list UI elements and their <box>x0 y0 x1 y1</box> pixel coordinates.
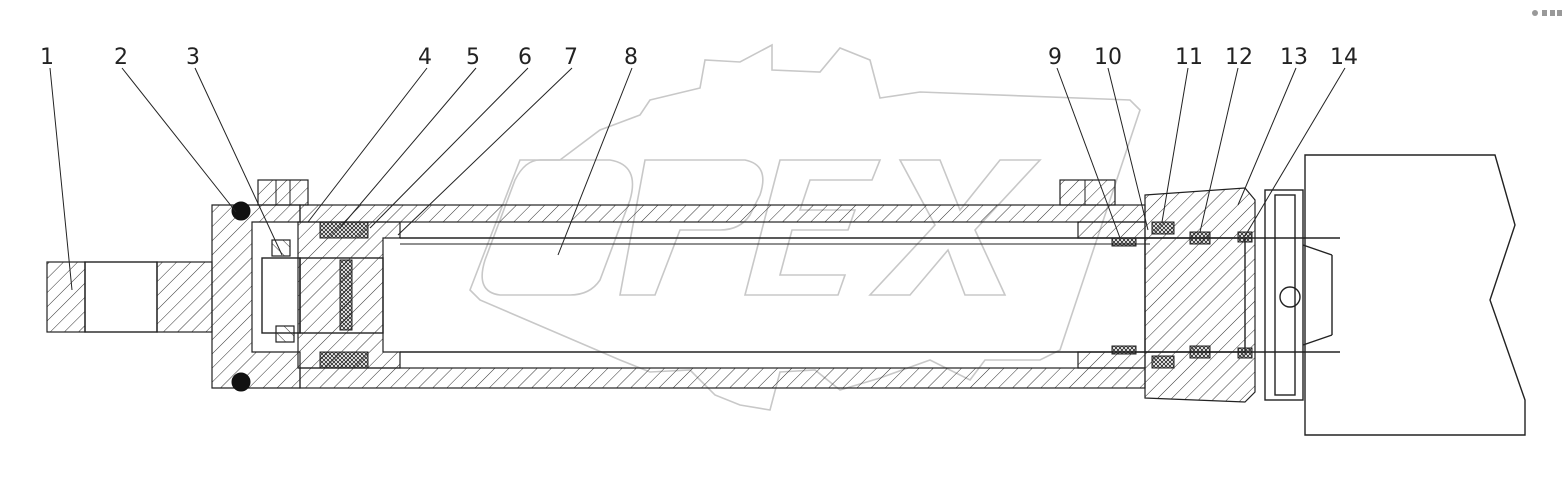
callout-5: 5 <box>466 45 480 70</box>
callout-4: 4 <box>418 45 432 70</box>
gland-head <box>1077 187 1256 403</box>
callout-13: 13 <box>1280 45 1308 70</box>
callout-3: 3 <box>186 45 200 70</box>
callout-9: 9 <box>1048 45 1062 70</box>
cylinder-tube <box>299 179 1146 389</box>
piston-assembly <box>261 221 401 369</box>
callout-10: 10 <box>1094 45 1122 70</box>
callout-7: 7 <box>564 45 578 70</box>
watermark-gear <box>469 43 1141 411</box>
callout-8: 8 <box>624 45 638 70</box>
watermark <box>469 43 1141 411</box>
callout-11: 11 <box>1175 45 1203 70</box>
callout-12: 12 <box>1225 45 1253 70</box>
rod-end-clevis <box>46 261 213 333</box>
leader-lines <box>49 67 1346 291</box>
logo-icon <box>1532 10 1562 16</box>
callout-6: 6 <box>518 45 532 70</box>
callout-1: 1 <box>40 45 54 70</box>
callout-labels: 1 2 3 4 5 6 7 8 9 10 11 12 13 14 <box>40 45 1358 70</box>
callout-14: 14 <box>1330 45 1358 70</box>
watermark-letters <box>481 159 1042 296</box>
end-cap-left <box>211 179 309 392</box>
callout-2: 2 <box>114 45 128 70</box>
rod-end-right <box>1264 154 1526 436</box>
